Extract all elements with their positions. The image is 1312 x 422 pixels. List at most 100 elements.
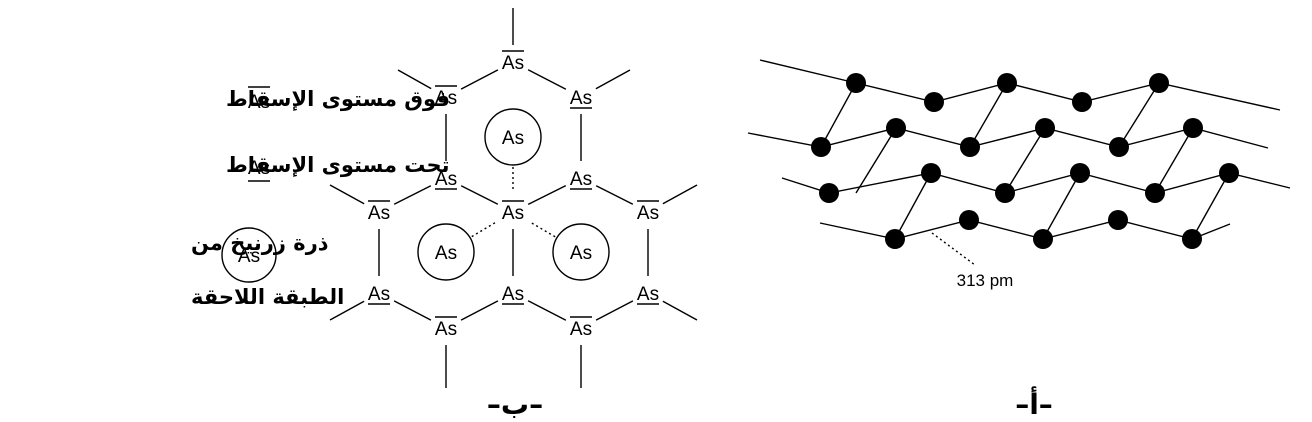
bond-line bbox=[460, 69, 499, 90]
as-atom-above-plane: As bbox=[502, 200, 524, 224]
as-atom-label: As bbox=[570, 319, 592, 340]
as-atom bbox=[921, 163, 941, 183]
as-atom-label: As bbox=[570, 88, 592, 109]
legend-above-text: فوق مستوى الإسقاط bbox=[226, 87, 450, 111]
as-atom bbox=[995, 183, 1015, 203]
as-atom bbox=[1183, 118, 1203, 138]
zigzag-chain bbox=[759, 59, 1281, 111]
bond-line bbox=[460, 300, 499, 321]
as-atom bbox=[1035, 118, 1055, 138]
as-atom bbox=[1145, 183, 1165, 203]
as-atom bbox=[1108, 210, 1128, 230]
dangling-bond bbox=[595, 69, 631, 90]
zigzag-chain bbox=[819, 219, 1231, 240]
legend-below-symbol: As bbox=[248, 158, 270, 179]
legend-circle bbox=[221, 227, 277, 283]
as-atom bbox=[1182, 229, 1202, 249]
as-atom-below-plane: As bbox=[570, 169, 592, 190]
as-atom-label: As bbox=[637, 284, 659, 305]
as-atom-below-plane: As bbox=[502, 284, 524, 305]
panel-a-interlayer-bonds bbox=[820, 82, 1230, 240]
next-layer-circle bbox=[417, 223, 475, 281]
legend-above-symbol: As bbox=[248, 92, 270, 113]
as-atom bbox=[811, 137, 831, 157]
as-atom-above-plane: As bbox=[435, 316, 457, 340]
as-atom bbox=[1109, 137, 1129, 157]
as-atom-below-plane: As bbox=[570, 88, 592, 109]
as-atom bbox=[1070, 163, 1090, 183]
bond-line bbox=[393, 185, 432, 205]
distance-leader-line bbox=[931, 232, 976, 266]
interlayer-bond bbox=[1154, 127, 1194, 194]
next-layer-atom-label: As bbox=[502, 128, 524, 149]
panel-a-atoms bbox=[811, 73, 1239, 249]
bond-line bbox=[527, 184, 567, 206]
panel-b-dotted-links bbox=[471, 167, 556, 238]
legend: As فوق مستوى الإسقاط As تحت مستوى الإسقا… bbox=[191, 86, 450, 309]
bond-line bbox=[527, 69, 567, 90]
interlayer-bond bbox=[1042, 172, 1081, 240]
as-atom bbox=[886, 118, 906, 138]
as-atom-label: As bbox=[502, 203, 524, 224]
zigzag-chain bbox=[747, 127, 1269, 149]
dangling-bond bbox=[329, 184, 365, 205]
panel-a-caption: –أ– bbox=[1015, 386, 1053, 421]
as-atom bbox=[924, 92, 944, 112]
panel-a-layers: 313 pm –أ– bbox=[747, 59, 1291, 421]
as-atom-above-plane: As bbox=[637, 200, 659, 224]
distance-label: 313 pm bbox=[957, 271, 1014, 290]
bond-line bbox=[595, 300, 634, 321]
panel-b-bonds bbox=[329, 8, 698, 388]
interlayer-bond bbox=[969, 82, 1008, 148]
legend-above-plane: As فوق مستوى الإسقاط bbox=[226, 86, 450, 113]
legend-below-text: تحت مستوى الإسقاط bbox=[226, 153, 450, 177]
next-layer-atom: As bbox=[552, 223, 610, 281]
as-atom-below-plane: As bbox=[368, 284, 390, 305]
as-atom-label: As bbox=[435, 169, 457, 190]
legend-next-symbol: As bbox=[238, 246, 260, 267]
as-atom bbox=[959, 210, 979, 230]
as-atom-label: As bbox=[502, 53, 524, 74]
dangling-bond bbox=[662, 184, 698, 205]
zigzag-chain bbox=[781, 172, 1291, 194]
bond-line bbox=[595, 185, 634, 205]
dangling-bond bbox=[397, 69, 432, 90]
as-atom-above-plane: As bbox=[368, 200, 390, 224]
as-atom bbox=[819, 183, 839, 203]
as-atom bbox=[1219, 163, 1239, 183]
bond-line bbox=[393, 300, 432, 321]
as-atom-label: As bbox=[637, 203, 659, 224]
as-atom bbox=[1072, 92, 1092, 112]
as-atom bbox=[997, 73, 1017, 93]
next-layer-atom: As bbox=[417, 223, 475, 281]
interlayer-bond bbox=[894, 172, 932, 240]
as-atom-above-plane: As bbox=[570, 316, 592, 340]
as-atom-label: As bbox=[435, 319, 457, 340]
interlayer-bond bbox=[855, 127, 897, 194]
as-atom-label: As bbox=[570, 169, 592, 190]
dangling-bond bbox=[329, 300, 365, 321]
dotted-link bbox=[471, 221, 497, 238]
interlayer-bond bbox=[1118, 82, 1160, 148]
bond-line bbox=[460, 185, 499, 205]
as-atom bbox=[885, 229, 905, 249]
panel-b-caption: –ب– bbox=[487, 388, 543, 421]
next-layer-circle bbox=[484, 108, 542, 166]
interlayer-bond bbox=[1191, 172, 1230, 240]
as-atom-above-plane: As bbox=[502, 50, 524, 74]
as-atom bbox=[846, 73, 866, 93]
legend-next-text-2: الطبقة اللاحقة bbox=[191, 285, 344, 309]
as-atom bbox=[960, 137, 980, 157]
as-atom-label: As bbox=[435, 88, 457, 109]
legend-next-layer: As ذرة زرنيخ من الطبقة اللاحقة bbox=[191, 227, 344, 309]
next-layer-atom-label: As bbox=[435, 243, 457, 264]
as-atom-below-plane: As bbox=[435, 169, 457, 190]
dotted-link bbox=[529, 221, 556, 238]
next-layer-atom: As bbox=[484, 108, 542, 166]
as-atom-label: As bbox=[502, 284, 524, 305]
legend-below-plane: As تحت مستوى الإسقاط bbox=[226, 153, 450, 182]
as-atom bbox=[1033, 229, 1053, 249]
